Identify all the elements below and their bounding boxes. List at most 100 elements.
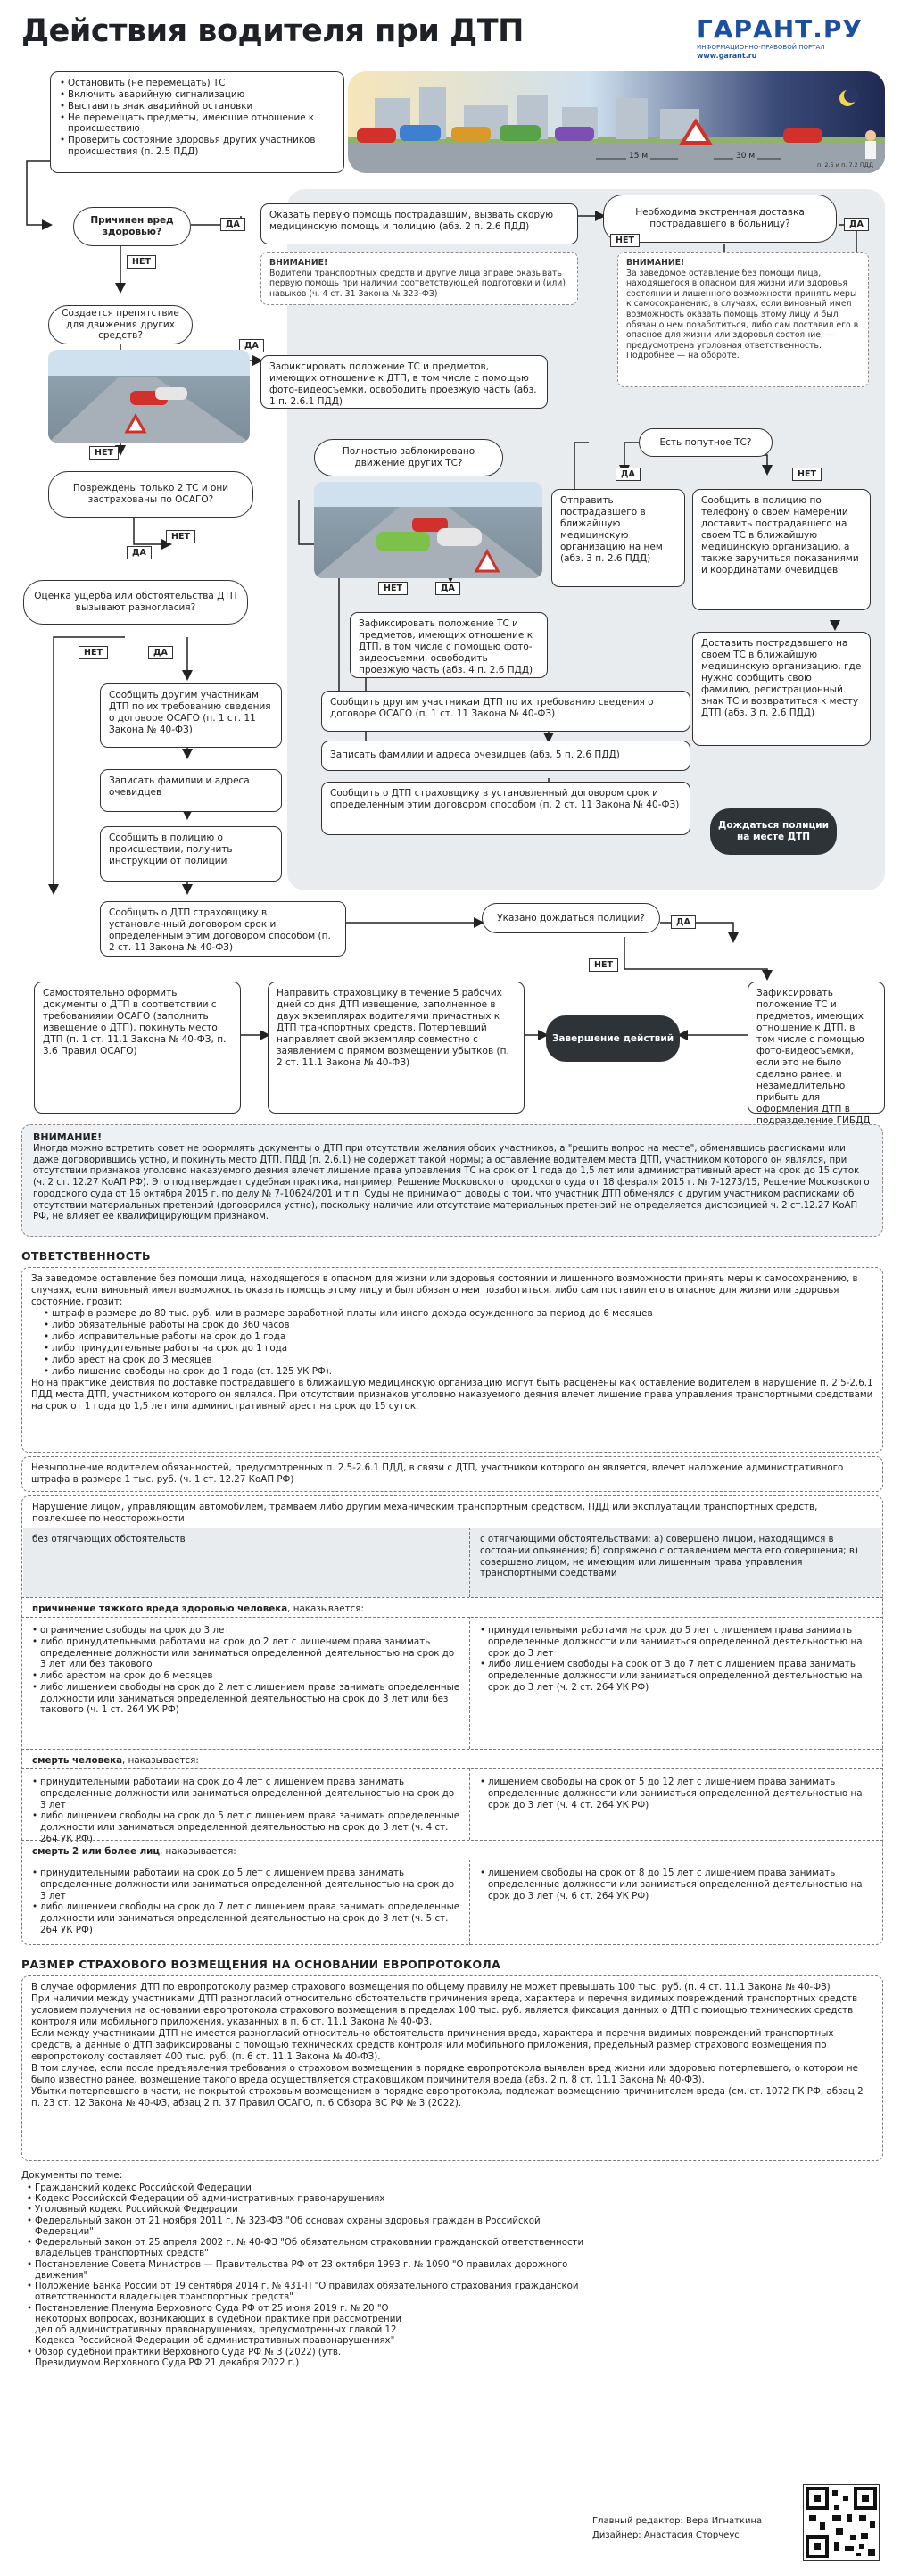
tell-osago-box-right: Сообщить другим участникам ДТП по их тре… (321, 691, 690, 732)
no-tag: НЕТ (127, 255, 156, 269)
yes-tag: ДА (148, 646, 173, 659)
penalty-item: либо арестом на срок до 6 месяцев (32, 1670, 460, 1682)
document-link[interactable]: Гражданский кодекс Российской Федерации (27, 2183, 591, 2194)
penalty-item: либо принудительными работами на срок до… (32, 1636, 460, 1670)
inform-police-text: Сообщить в полицию по телефону о своем н… (701, 495, 859, 576)
document-link[interactable]: Федеральный закон от 25 апреля 2002 г. №… (27, 2238, 591, 2259)
wait-police-terminal: Дождаться полиции на месте ДТП (710, 808, 837, 855)
first-aid-box: Оказать первую помощь пострадавшим, вызв… (260, 203, 578, 244)
send-victim-text: Отправить пострадавшего в ближайшую меди… (560, 495, 663, 564)
compensation-paragraph: Если между участниками ДТП не имеется ра… (31, 2028, 873, 2063)
designer-credit: Дизайнер: Анастасия Сторчеус (592, 2530, 740, 2541)
question-dispute: Оценка ущерба или обстоятельства ДТП выз… (23, 580, 248, 625)
document-link[interactable]: Постановление Пленума Верховного Суда РФ… (27, 2304, 401, 2348)
witnesses-text-left: Записать фамилии и адреса очевидцев (109, 775, 250, 798)
section-right-cell: лишением свободы на срок от 8 до 15 лет … (471, 1863, 880, 1906)
qr-code[interactable] (803, 2484, 880, 2561)
deliver-self-text: Доставить пострадавшего на своем ТС в бл… (701, 638, 861, 718)
question-told-wait-text: Указано дождаться полиции? (497, 913, 645, 924)
fix-position-text-1: Зафиксировать положение ТС и предметов, … (269, 361, 537, 407)
section-left-cell: ограничение свободы на срок до 3 лет либ… (23, 1620, 469, 1720)
table-divider (469, 1768, 470, 1840)
qr-code-icon (804, 2485, 879, 2560)
document-link[interactable]: Постановление Совета Министров — Правите… (27, 2260, 591, 2282)
yes-tag: ДА (220, 218, 245, 231)
insurer-box-right: Сообщить о ДТП страховщику в установленн… (321, 782, 690, 835)
warning-block: ВНИМАНИЕ! Иногда можно встретить совет н… (21, 1124, 883, 1237)
hospital-note-title: ВНИМАНИЕ! (626, 258, 860, 269)
road-illustration-2 (314, 482, 542, 578)
tell-osago-text-right: Сообщить другим участникам ДТП по их тре… (330, 697, 654, 719)
tell-osago-box-left: Сообщить другим участникам ДТП по их тре… (100, 683, 282, 748)
penalty-item: ограничение свободы на срок до 3 лет (32, 1625, 460, 1636)
penalty-item: либо исправительные работы на срок до 1 … (44, 1331, 873, 1343)
insurer-box-left: Сообщить о ДТП страховщику в установленн… (100, 901, 346, 957)
question-obstacle-text: Создается препятствие для движения други… (58, 308, 183, 342)
question-harm-text: Причинен вред здоровью? (83, 215, 181, 238)
fix-position-box-2: Зафиксировать положение ТС и предметов, … (350, 612, 548, 678)
no-tag: НЕТ (610, 234, 640, 247)
no-tag: НЕТ (89, 446, 119, 460)
question-harm: Причинен вред здоровью? (73, 207, 191, 246)
col-right-header: с отягчающими обстоятельствами: а) совер… (471, 1529, 880, 1584)
question-passing-car: Есть попутное ТС? (639, 428, 773, 457)
send-insurer-box: Направить страховщику в течение 5 рабочи… (268, 982, 525, 1114)
witnesses-text-right: Записать фамилии и адреса очевидцев (абз… (330, 750, 620, 761)
liability-outro: Но на практике действия по доставке пост… (31, 1378, 873, 1412)
question-dispute-text: Оценка ущерба или обстоятельства ДТП выз… (33, 591, 238, 614)
compensation-paragraph: При наличии между участниками ДТП разног… (31, 1993, 873, 2028)
document-link[interactable]: Уголовный кодекс Российской Федерации (27, 2205, 591, 2216)
gibdd-box: Зафиксировать положение ТС и предметов, … (748, 982, 885, 1114)
no-tag: НЕТ (589, 958, 618, 972)
penalty-item: либо арест на срок до 3 месяцев (44, 1354, 873, 1366)
editor-credit: Главный редактор: Вера Игнаткина (592, 2516, 762, 2527)
penalty-item: принудительными работами на срок до 5 ле… (32, 1868, 460, 1901)
question-two-cars: Повреждены только 2 ТС и они застрахован… (48, 471, 253, 518)
question-obstacle: Создается препятствие для движения други… (48, 305, 193, 344)
document-link[interactable]: Кодекс Российской Федерации об администр… (27, 2194, 591, 2205)
europrotocol-text: Самостоятельно оформить документы о ДТП … (43, 988, 226, 1056)
no-tag: НЕТ (792, 468, 822, 481)
question-blocked: Полностью заблокировано движение других … (314, 439, 503, 476)
no-tag: НЕТ (79, 646, 108, 659)
penalty-item: лишением свободы на срок от 5 до 12 лет … (480, 1777, 871, 1810)
table-separator (21, 1617, 883, 1618)
send-victim-box: Отправить пострадавшего в ближайшую меди… (551, 489, 685, 587)
inform-police-text-left: Сообщить в полицию о происшествии, получ… (109, 832, 233, 866)
penalty-item: штраф в размере до 80 тыс. руб. или в ра… (44, 1308, 873, 1320)
col-left-header: без отягчающих обстоятельств (23, 1529, 469, 1550)
table-divider (469, 1860, 470, 1945)
liability-intro: За заведомое оставление без помощи лица,… (31, 1273, 873, 1308)
table-separator (21, 1840, 883, 1841)
liability-block-2: Невыполнение водителем обязанностей, пре… (21, 1456, 883, 1492)
tell-osago-text-left: Сообщить другим участникам ДТП по их тре… (109, 690, 271, 735)
document-link[interactable]: Федеральный закон от 21 ноября 2011 г. №… (27, 2216, 591, 2238)
documents-title: Документы по теме: (21, 2170, 122, 2182)
document-link[interactable]: Положение Банка России от 19 сентября 20… (27, 2282, 591, 2303)
section-heading-bold: причинение тяжкого вреда здоровью челове… (32, 1603, 287, 1614)
section-heading-tail: , наказывается: (122, 1755, 199, 1766)
yes-tag: ДА (616, 468, 641, 481)
hospital-note-text: За заведомое оставление без помощи лица,… (626, 269, 860, 361)
penalty-item: либо лишением свободы на срок от 3 до 7 … (480, 1659, 871, 1693)
witnesses-box-left: Записать фамилии и адреса очевидцев (100, 769, 282, 812)
finish-text: Завершение действий (552, 1033, 674, 1045)
question-passing-text: Есть попутное ТС? (660, 437, 752, 449)
no-tag: НЕТ (378, 582, 408, 595)
wait-police-text: Дождаться полиции на месте ДТП (715, 820, 831, 843)
europrotocol-box: Самостоятельно оформить документы о ДТП … (34, 982, 241, 1114)
section-heading-tail: , наказывается: (160, 1846, 236, 1857)
section-left-cell: принудительными работами на срок до 4 ле… (23, 1772, 469, 1850)
first-aid-text: Оказать первую помощь пострадавшим, вызв… (269, 210, 553, 232)
table-separator (21, 1597, 883, 1598)
document-link[interactable]: Обзор судебной практики Верховного Суда … (27, 2348, 401, 2369)
warning-text: Иногда можно встретить совет не оформлят… (33, 1144, 872, 1223)
insurer-text-left: Сообщить о ДТП страховщику в установленн… (109, 907, 331, 953)
penalty-item: либо лишением свободы на срок до 7 лет с… (32, 1901, 460, 1935)
inform-police-box-left: Сообщить в полицию о происшествии, получ… (100, 826, 282, 882)
penalty-item: либо лишение свободы на срок до 1 года (… (44, 1366, 873, 1378)
penalty-item: либо обязательные работы на срок до 360 … (44, 1320, 873, 1331)
table-divider (469, 1617, 470, 1749)
penalty-item: лишением свободы на срок от 8 до 15 лет … (480, 1868, 871, 1901)
no-tag: НЕТ (166, 530, 195, 543)
